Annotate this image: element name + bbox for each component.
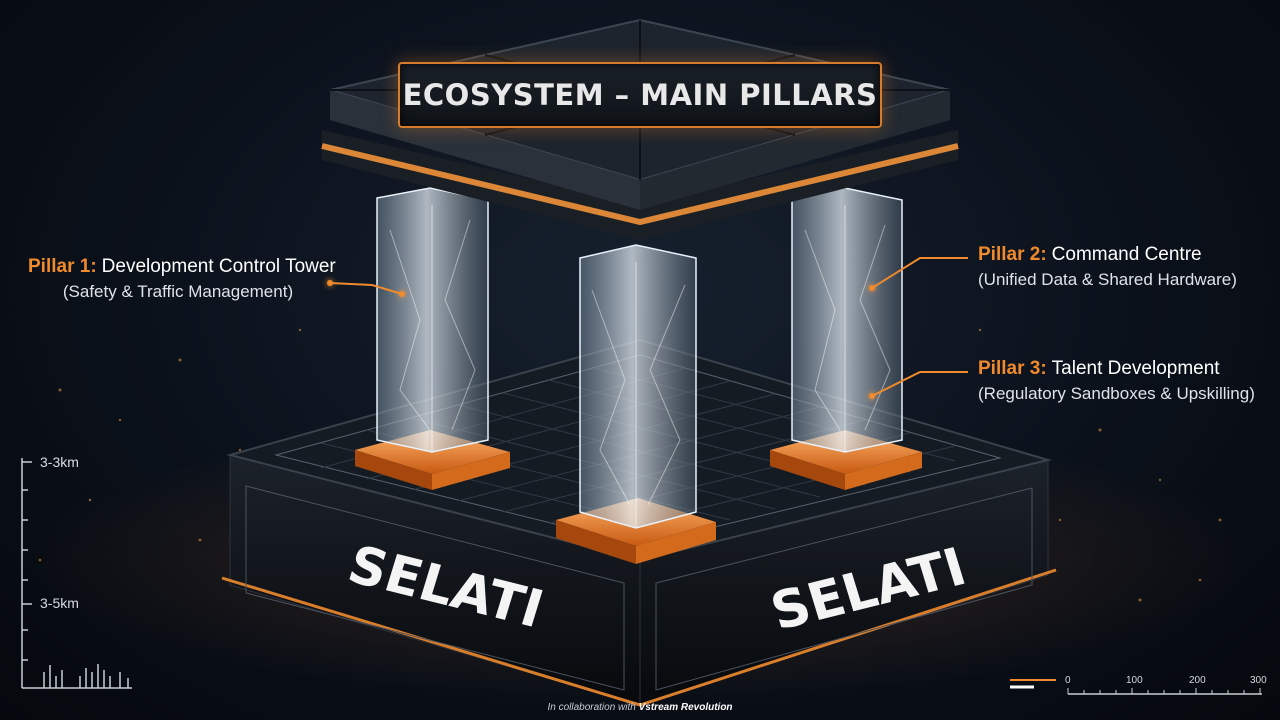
- pillar-1-anchor: [399, 291, 405, 297]
- distance-scale: [1010, 679, 1262, 695]
- pillar-3-label: Pillar 3:Talent Development (Regulatory …: [978, 358, 1255, 404]
- pillar-1-detail: (Safety & Traffic Management): [62, 282, 294, 301]
- distance-tick-0: 0: [1065, 675, 1071, 686]
- altitude-scale: [21, 458, 132, 689]
- pillar-1-lead: Pillar 1:: [28, 256, 97, 277]
- pillar-2-anchor: [869, 285, 875, 291]
- distance-tick-300: 300: [1250, 675, 1267, 686]
- glass-pillars: [376, 187, 903, 529]
- pillar-3-lead: Pillar 3:: [978, 358, 1047, 379]
- altitude-label-top: 3-3km: [40, 454, 79, 470]
- pillar-2-name: Command Centre: [1051, 244, 1202, 265]
- footer-prefix: In collaboration with: [547, 702, 636, 713]
- title-banner: ECOSYSTEM – MAIN PILLARS: [398, 62, 882, 128]
- pillar-2-lead: Pillar 2:: [978, 244, 1047, 265]
- pillar-1-marker: [327, 280, 333, 286]
- pillar-1-name: Development Control Tower: [101, 256, 336, 277]
- leader-lines: [329, 257, 968, 397]
- footer-brand: Vstream Revolution: [638, 702, 733, 713]
- pillar-2-detail: (Unified Data & Shared Hardware): [978, 270, 1237, 289]
- altitude-label-bottom: 3-5km: [40, 595, 79, 611]
- pillar-3-name: Talent Development: [1051, 358, 1220, 379]
- footer-credit: In collaboration with Vstream Revolution: [0, 702, 1280, 713]
- distance-tick-200: 200: [1189, 675, 1206, 686]
- pillar-1-label: Pillar 1:Development Control Tower (Safe…: [28, 256, 336, 302]
- page-title: ECOSYSTEM – MAIN PILLARS: [402, 78, 878, 112]
- distance-tick-100: 100: [1126, 675, 1143, 686]
- pillar-3-detail: (Regulatory Sandboxes & Upskilling): [978, 384, 1255, 403]
- pillar-3-anchor: [869, 393, 875, 399]
- pillar-2-label: Pillar 2:Command Centre (Unified Data & …: [978, 244, 1237, 290]
